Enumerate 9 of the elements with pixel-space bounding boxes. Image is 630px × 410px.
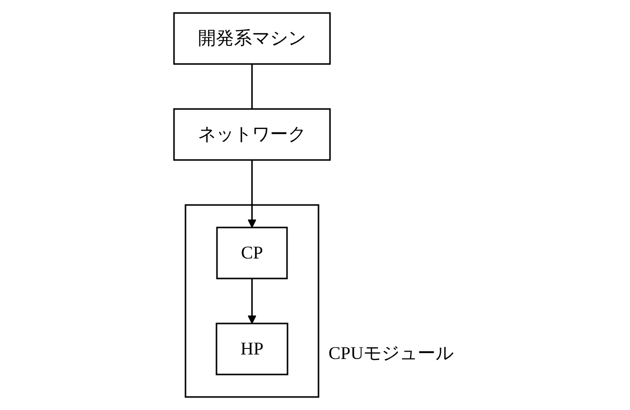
cluster bbox=[184, 204, 320, 398]
node-box: CP bbox=[216, 226, 288, 280]
node-box: ネットワーク bbox=[173, 108, 331, 161]
node-box: HP bbox=[216, 322, 288, 376]
node-label: CPUモジュール bbox=[328, 342, 454, 363]
node-box: 開発系マシン bbox=[173, 12, 331, 65]
arrow bbox=[248, 278, 257, 324]
connector bbox=[251, 64, 253, 109]
arrow bbox=[248, 160, 257, 228]
